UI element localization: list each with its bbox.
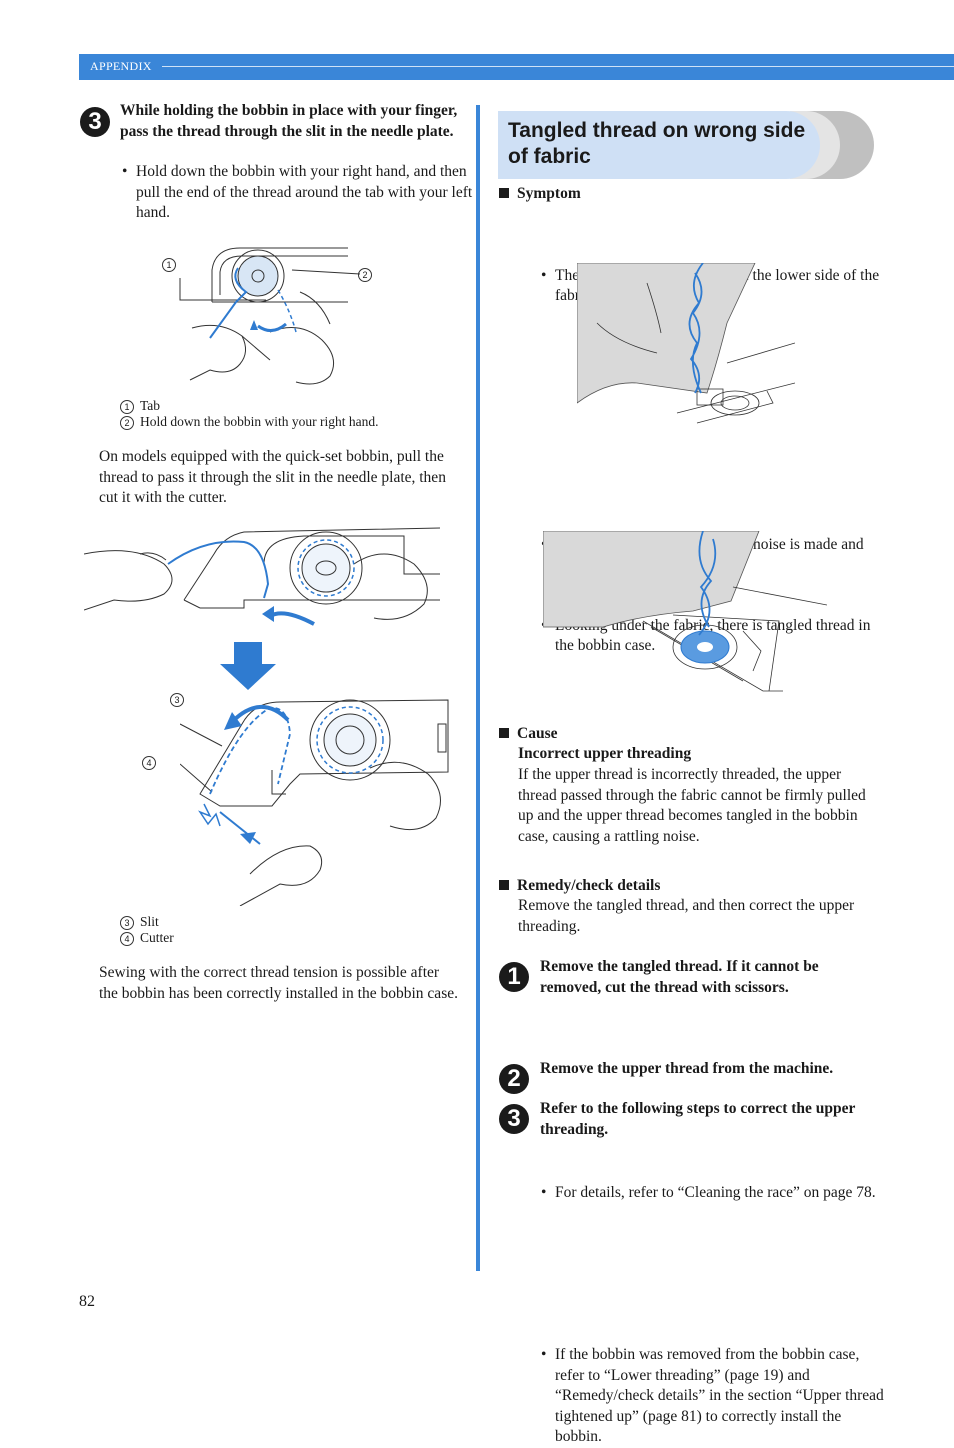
step-3-number: 3 xyxy=(80,107,110,137)
tangled-fabric-illustration xyxy=(577,263,795,424)
cause-text: If the upper thread is incorrectly threa… xyxy=(518,766,866,845)
step-2-text: Remove the upper thread from the machine… xyxy=(540,1060,834,1077)
closing-paragraph: Sewing with the correct thread tension i… xyxy=(99,964,458,1002)
fig2-callout-3: 3 xyxy=(170,693,184,707)
step-3r-bullet: If the bobbin was removed from the bobbi… xyxy=(539,1345,885,1448)
step-3-bullet: Hold down the bobbin with your right han… xyxy=(120,162,476,224)
section-label: APPENDIX xyxy=(90,59,152,73)
step-2-number: 2 xyxy=(499,1064,529,1094)
step-1-text: Remove the tangled thread. If it cannot … xyxy=(540,958,819,996)
quickset-note: On models equipped with the quick-set bo… xyxy=(99,448,446,506)
header-rule xyxy=(162,66,954,67)
section-title: Tangled thread on wrong side of fabric xyxy=(508,119,806,168)
step-3-instruction: While holding the bobbin in place with y… xyxy=(120,102,458,140)
bobbin-case-tangle-illustration xyxy=(543,531,827,692)
cause-heading: Cause xyxy=(499,724,557,745)
slit-cutter-illustration xyxy=(180,699,449,906)
remedy-heading: Remedy/check details xyxy=(499,876,660,897)
column-divider xyxy=(476,105,480,1271)
fig1-callout-1: 1 xyxy=(162,258,176,272)
step-1-number: 1 xyxy=(499,962,529,992)
fig2-callout-4: 4 xyxy=(142,756,156,770)
step-3r-number: 3 xyxy=(499,1104,529,1134)
symptom-heading: Symptom xyxy=(499,184,581,205)
step-3r-text: Refer to the following steps to correct … xyxy=(540,1100,856,1138)
page-number: 82 xyxy=(79,1293,95,1310)
quickset-thread-illustration xyxy=(84,527,441,626)
remedy-text: Remove the tangled thread, and then corr… xyxy=(518,897,855,935)
fig1-callout-2: 2 xyxy=(358,268,372,282)
title-tab xyxy=(498,111,820,179)
down-arrow-icon xyxy=(220,642,276,690)
cause-subheading: Incorrect upper threading xyxy=(518,745,692,762)
step-1-bullet: For details, refer to “Cleaning the race… xyxy=(539,1183,885,1204)
header-band xyxy=(79,54,954,80)
bobbin-tab-illustration xyxy=(179,247,361,385)
